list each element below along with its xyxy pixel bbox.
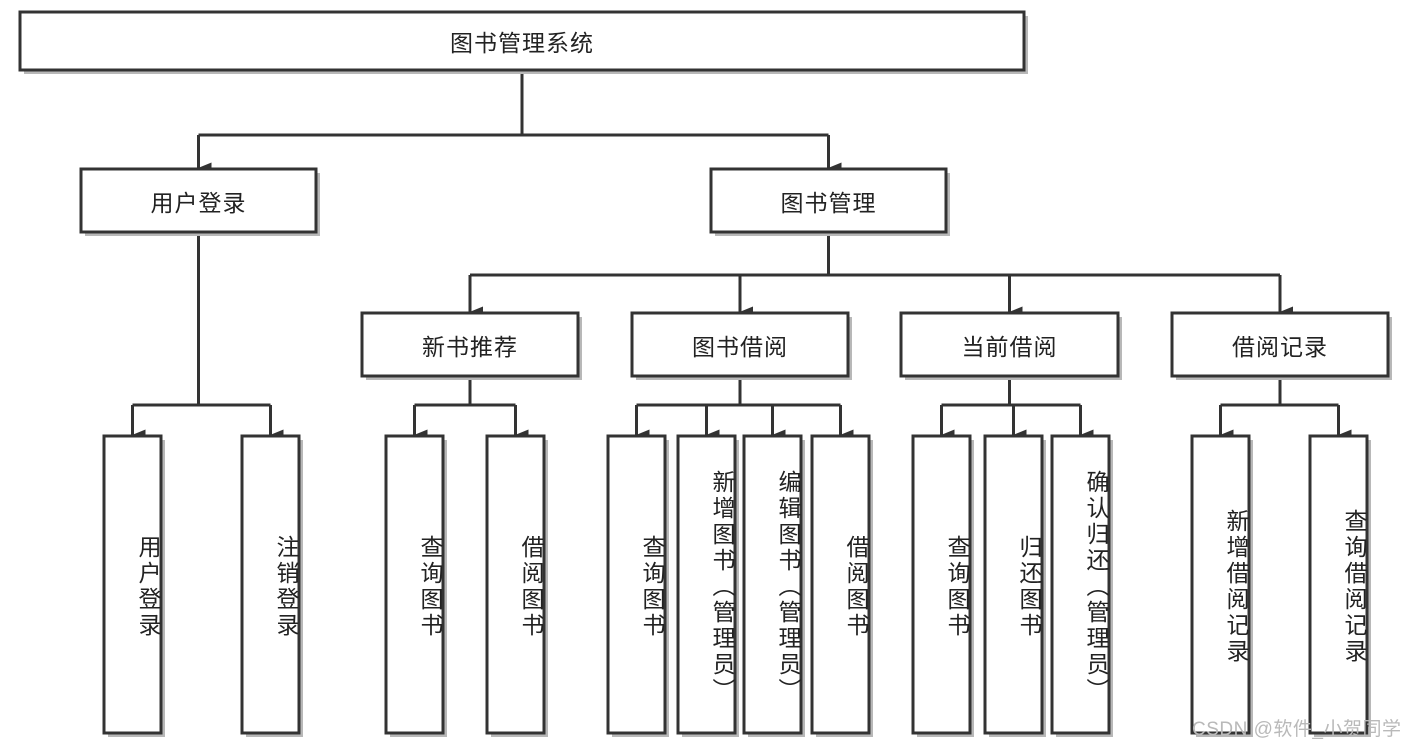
leaf-node-box[interactable] [983, 434, 1044, 735]
level3-node-box[interactable] [1170, 311, 1390, 378]
leaf-node-box[interactable] [485, 434, 546, 735]
node-boxes [18, 10, 1390, 735]
leaf-node-box[interactable] [911, 434, 972, 735]
leaf-node-box[interactable] [1190, 434, 1251, 735]
leaf-node-box[interactable] [606, 434, 667, 735]
leaf-node-box[interactable] [1308, 434, 1369, 735]
connector-lines [131, 70, 1352, 441]
csdn-watermark: CSDN @软件_小贺同学 [1192, 719, 1402, 740]
leaf-node-box[interactable] [676, 434, 737, 735]
leaf-node-box[interactable] [810, 434, 871, 735]
leaf-node-box[interactable] [1050, 434, 1111, 735]
level3-node-box[interactable] [899, 311, 1120, 378]
leaf-node-box[interactable] [742, 434, 803, 735]
level2-node-box[interactable] [709, 167, 948, 234]
level3-node-box[interactable] [360, 311, 580, 378]
level3-node-box[interactable] [630, 311, 850, 378]
level2-node-box[interactable] [79, 167, 318, 234]
root-node-box[interactable] [18, 10, 1026, 72]
leaf-node-box[interactable] [102, 434, 163, 735]
leaf-node-box[interactable] [384, 434, 445, 735]
leaf-node-box[interactable] [240, 434, 301, 735]
